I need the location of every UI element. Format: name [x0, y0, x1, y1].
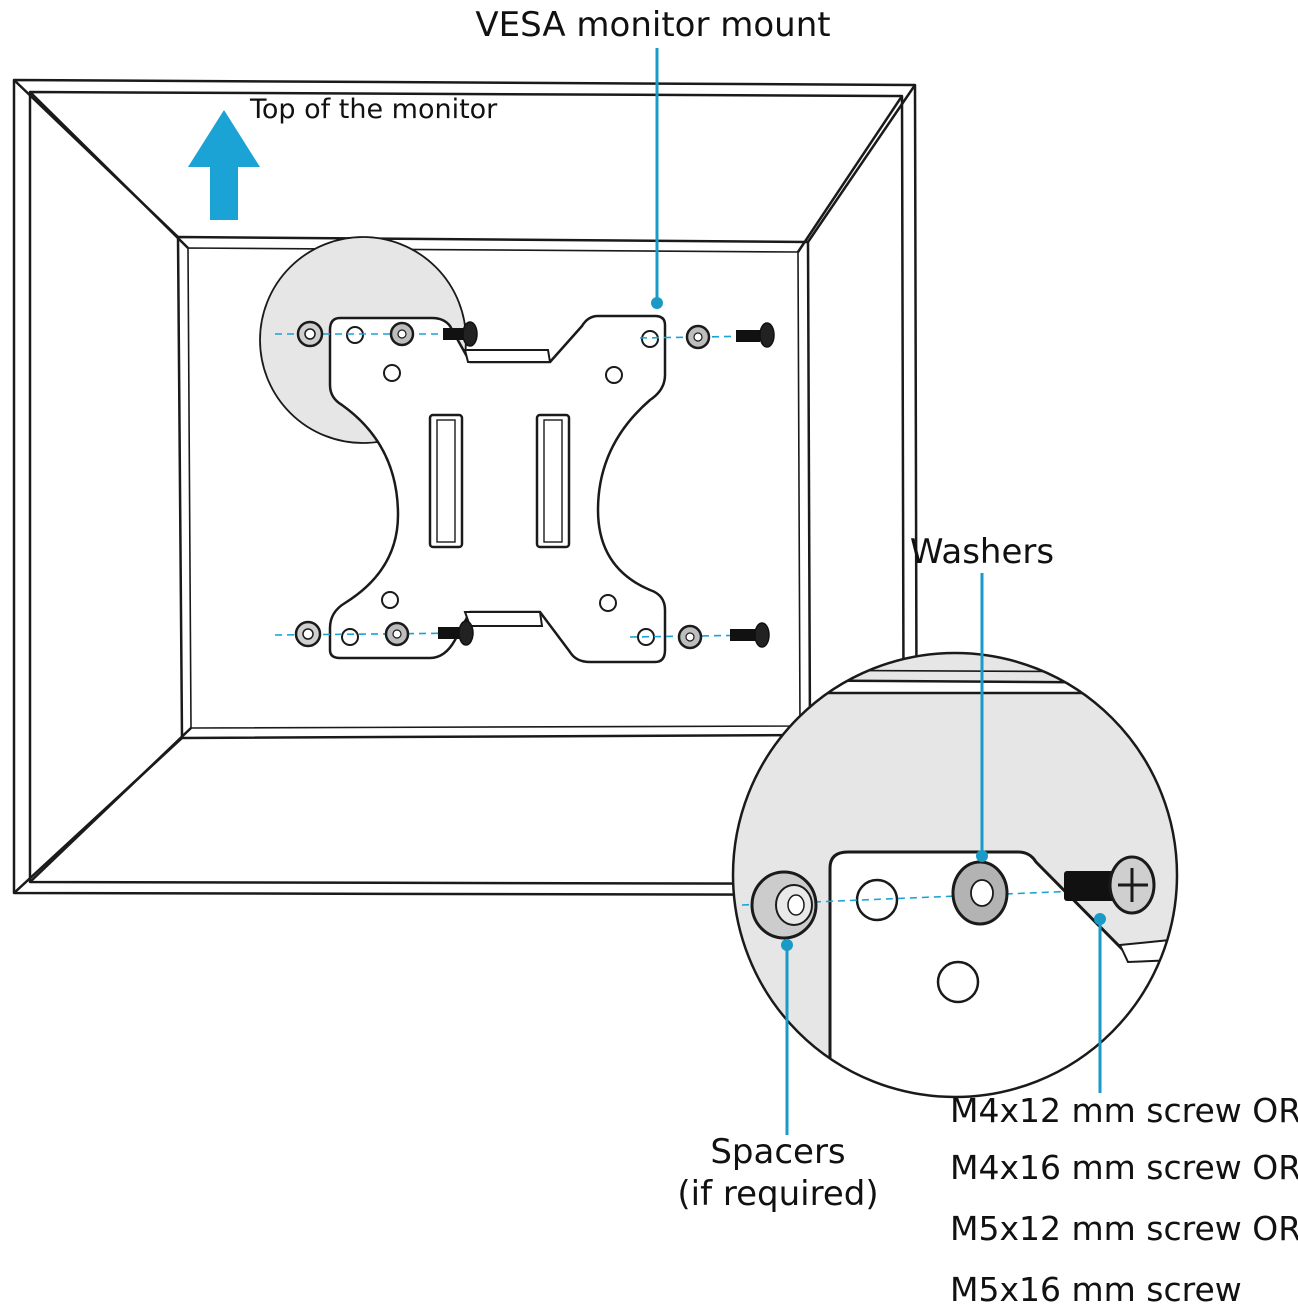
callout-lines [651, 48, 1106, 1135]
washer-top-left [389, 321, 415, 347]
top-of-monitor-label: Top of the monitor [249, 94, 498, 125]
screw-bottom-right [730, 622, 770, 648]
up-arrow-icon [188, 110, 260, 220]
vesa-mount-label: VESA monitor mount [475, 5, 830, 45]
washer-bottom-left [384, 621, 410, 647]
washer-zoomed [951, 860, 1009, 926]
spacer-bottom-left [294, 620, 322, 648]
washers-label: Washers [910, 532, 1054, 572]
screw-option-3: M5x12 mm screw OR [950, 1209, 1298, 1248]
zoom-detail [731, 651, 1179, 1099]
screw-option-2: M4x16 mm screw OR [950, 1148, 1298, 1187]
screw-top-right [736, 322, 775, 348]
screw-option-1: M4x12 mm screw OR [950, 1091, 1298, 1130]
spacer-zoomed [750, 870, 818, 940]
spacers-label: Spacers [710, 1132, 845, 1172]
screw-top-left [443, 321, 478, 347]
spacers-note: (if required) [677, 1174, 878, 1214]
screw-option-4: M5x16 mm screw [950, 1270, 1242, 1309]
spacer-top-left [296, 320, 324, 348]
screw-zoomed [1064, 855, 1156, 915]
washer-bottom-right [677, 624, 703, 650]
vesa-mount-plate [328, 314, 667, 664]
screw-bottom-left [438, 620, 474, 646]
washer-top-right [685, 324, 711, 350]
